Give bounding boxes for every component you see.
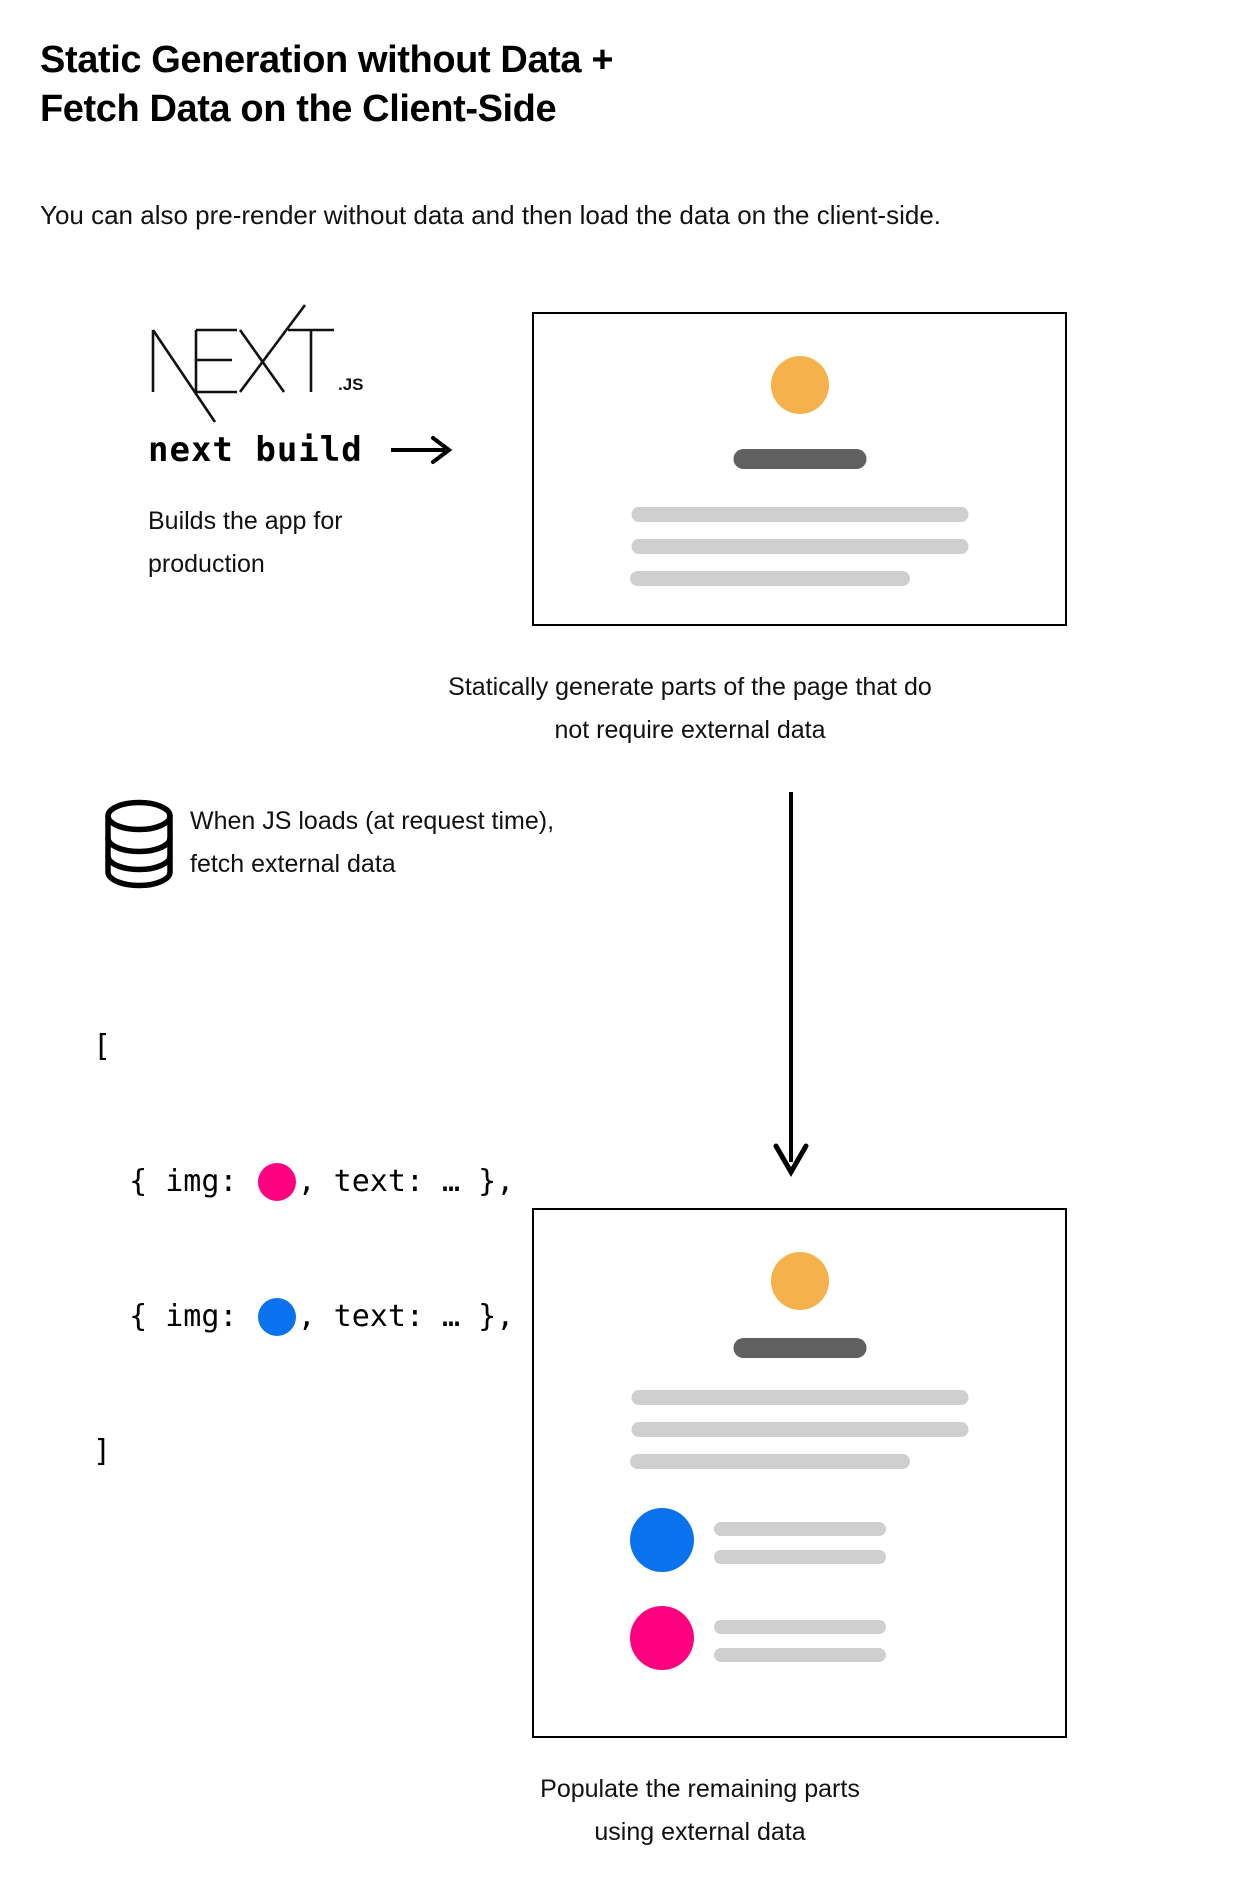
populated-page-preview-card (532, 1208, 1067, 1738)
text-placeholder-bar (714, 1550, 886, 1564)
down-arrow-icon (762, 790, 820, 1180)
text-placeholder-bar (631, 539, 968, 554)
text-placeholder-bar (630, 571, 910, 586)
build-caption-line-2: production (148, 549, 265, 578)
blue-image-dot (630, 1508, 694, 1572)
text-placeholder-bar (630, 1454, 910, 1469)
build-caption: Builds the app for production (148, 500, 438, 585)
static-generate-caption-line-2: not require external data (554, 715, 826, 744)
static-generate-caption-line-1: Statically generate parts of the page th… (448, 673, 932, 701)
page-subtitle: You can also pre-render without data and… (40, 200, 941, 230)
code-line-open-bracket: [ (93, 1024, 514, 1069)
avatar-placeholder-circle (770, 1252, 829, 1310)
right-arrow-icon (389, 433, 455, 467)
page-title: Static Generation without Data + Fetch D… (40, 36, 1140, 135)
static-generate-caption: Statically generate parts of the page th… (380, 666, 1000, 751)
populate-caption-line-2: using external data (594, 1817, 806, 1846)
pink-image-dot (630, 1606, 694, 1670)
database-icon (103, 798, 175, 890)
page-title-line-2: Fetch Data on the Client-Side (40, 88, 557, 131)
text-placeholder-bar (631, 507, 968, 522)
populate-caption: Populate the remaining parts using exter… (400, 1768, 1000, 1853)
page-title-line-1: Static Generation without Data + (40, 39, 614, 81)
nextjs-logo: .JS (140, 300, 370, 430)
code-line-close-bracket: ] (93, 1429, 514, 1474)
blue-image-dot (257, 1297, 296, 1336)
text-placeholder-bar (631, 1390, 968, 1405)
build-caption-line-1: Builds the app for (148, 507, 343, 535)
title-placeholder-bar (733, 449, 866, 469)
code-line-item-2: { img: , text: … }, (93, 1294, 514, 1339)
nextjs-logo-suffix: .JS (338, 375, 364, 394)
text-placeholder-bar (714, 1620, 886, 1634)
code-item-suffix: , text: … }, (297, 1299, 515, 1334)
fetch-external-data-note: When JS loads (at request time), fetch e… (190, 800, 660, 886)
build-command-row: next build (148, 430, 455, 470)
text-placeholder-bar (714, 1648, 886, 1662)
populate-caption-line-1: Populate the remaining parts (540, 1775, 860, 1803)
avatar-placeholder-circle (770, 356, 829, 414)
fetch-note-line-2: fetch external data (190, 850, 396, 878)
title-placeholder-bar (733, 1338, 866, 1358)
build-command-text: next build (148, 430, 363, 470)
text-placeholder-bar (631, 1422, 968, 1437)
text-placeholder-bar (714, 1522, 886, 1536)
external-data-code-block: [ { img: , text: … }, { img: , text: … }… (93, 934, 514, 1564)
code-line-item-1: { img: , text: … }, (93, 1159, 514, 1204)
code-item-prefix: { img: (93, 1299, 256, 1334)
code-open-bracket: [ (93, 1029, 112, 1064)
code-close-bracket: ] (93, 1434, 112, 1469)
fetch-note-line-1: When JS loads (at request time), (190, 807, 555, 835)
code-item-prefix: { img: (93, 1164, 256, 1199)
pink-image-dot (257, 1162, 296, 1201)
code-item-suffix: , text: … }, (297, 1164, 515, 1199)
static-page-preview-card (532, 312, 1067, 626)
